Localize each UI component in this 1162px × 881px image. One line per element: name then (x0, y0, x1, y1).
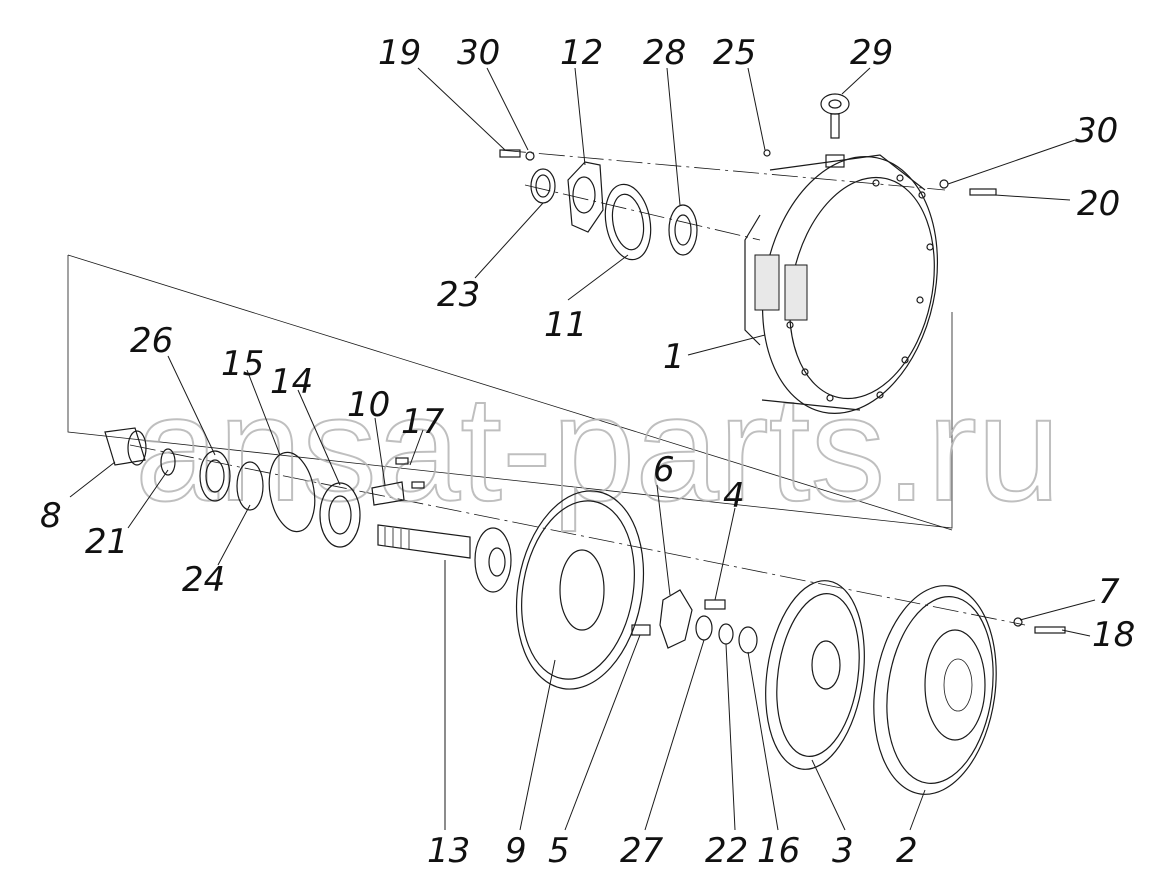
callout-11: 11 (544, 305, 587, 345)
frame-outline (67, 255, 953, 529)
part-13-shaft (377, 524, 512, 593)
frame-top-edge (67, 254, 953, 531)
callout-9: 9 (505, 831, 527, 871)
center-small-parts (631, 589, 758, 654)
callout-19: 19 (378, 33, 421, 73)
part-1-housing (744, 154, 939, 414)
assembly-axes (67, 149, 1026, 626)
callout-18: 18 (1092, 615, 1135, 655)
watermark: ansat-parts.ru (135, 364, 1060, 532)
callout-22: 22 (705, 831, 748, 871)
callout-27: 27 (620, 831, 664, 871)
callout-23: 23 (437, 275, 480, 315)
callout-1: 1 (663, 337, 685, 377)
callout-8: 8 (40, 496, 62, 536)
callout-5: 5 (548, 831, 570, 871)
callout-28: 28 (643, 33, 686, 73)
callout-15: 15 (221, 344, 264, 384)
upper-axis (499, 149, 946, 191)
callout-24: 24 (182, 560, 225, 600)
callout-4: 4 (723, 476, 745, 516)
callout-29: 29 (850, 33, 893, 73)
part-9-flywheel (515, 490, 645, 690)
callout-30-top: 30 (457, 33, 500, 73)
callout-21: 21 (85, 522, 128, 562)
part-2-pressure-plate (873, 585, 997, 795)
leader-lines (69, 67, 1096, 831)
callout-labels: 19 30 12 28 25 29 30 20 23 11 1 26 15 14… (40, 33, 1135, 871)
callout-10: 10 (347, 385, 390, 425)
callout-30-right: 30 (1075, 111, 1118, 151)
left-shaft-group (104, 427, 425, 548)
callout-7: 7 (1098, 572, 1120, 612)
callout-20: 20 (1077, 184, 1120, 224)
callout-16: 16 (757, 831, 800, 871)
part-29-eye-bolt (820, 93, 850, 168)
callout-12: 12 (560, 33, 603, 73)
upper-bearing-group (530, 161, 698, 261)
callout-2: 2 (896, 831, 918, 871)
right-fasteners (1013, 617, 1066, 634)
callout-26: 26 (130, 321, 173, 361)
callout-6: 6 (653, 450, 675, 490)
middle-axis (129, 444, 1026, 626)
callout-13: 13 (427, 831, 470, 871)
upper-bearing-axis (524, 184, 761, 241)
callout-17: 17 (401, 402, 445, 442)
part-3-clutch-disc (765, 580, 865, 770)
callout-14: 14 (270, 362, 313, 402)
callout-25: 25 (713, 33, 756, 73)
callout-3: 3 (832, 831, 854, 871)
